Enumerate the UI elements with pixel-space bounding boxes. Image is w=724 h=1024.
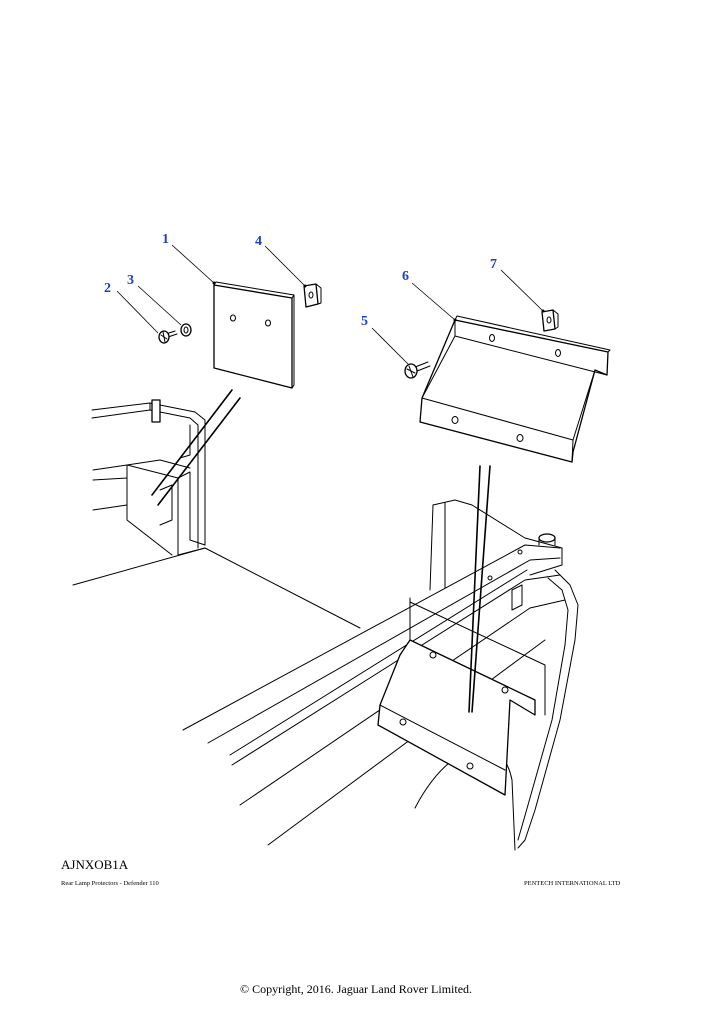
part-3-washer — [180, 323, 192, 337]
part-7-clip-nut — [541, 309, 559, 332]
part-6-bracket — [419, 315, 611, 463]
diagram-caption: Rear Lamp Protectors - Defender 110 — [61, 880, 159, 887]
leader-lines — [116, 244, 545, 365]
callout-4: 4 — [255, 234, 262, 249]
callout-6: 6 — [402, 269, 409, 284]
copyright-notice: © Copyright, 2016. Jaguar Land Rover Lim… — [239, 982, 473, 996]
part-4-clip-nut — [303, 283, 322, 308]
part-2-screw — [158, 330, 178, 344]
callout-3: 3 — [127, 273, 134, 288]
company-name: PENTECH INTERNATIONAL LTD — [524, 880, 621, 887]
diagram-reference-code: AJNXOB1A — [61, 857, 129, 872]
callout-7: 7 — [490, 257, 497, 272]
callout-1: 1 — [162, 232, 169, 247]
left-body-section — [72, 389, 361, 629]
callout-5: 5 — [361, 314, 368, 329]
part-1-plate — [213, 281, 295, 389]
callout-2: 2 — [104, 281, 111, 296]
right-body-section — [182, 465, 579, 851]
part-5-screw — [404, 361, 431, 379]
